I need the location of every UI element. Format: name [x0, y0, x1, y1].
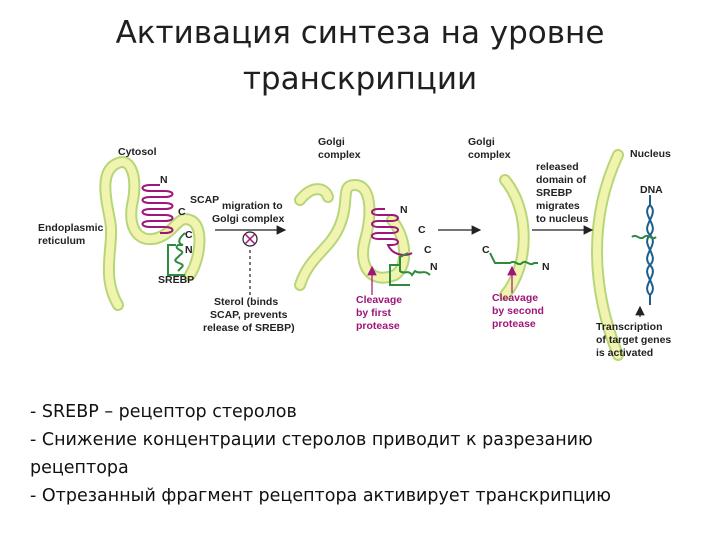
label-transcription-1: Transcription	[596, 321, 663, 333]
label-n-golgi1: N	[400, 204, 408, 216]
label-sterol-1: Sterol (binds	[214, 296, 278, 308]
title-line-1: Активация синтеза на уровне	[115, 15, 605, 51]
diagram-canvas: Cytosol Endoplasmic reticulum Golgi comp…	[38, 136, 671, 361]
label-golgi2-1: Golgi	[468, 136, 495, 148]
label-released-2: domain of	[536, 174, 587, 186]
label-migration-2: Golgi complex	[212, 213, 285, 225]
srebp-bound-dna	[631, 234, 657, 240]
scap-protein-golgi1	[371, 208, 413, 256]
label-c-2: C	[185, 229, 193, 241]
bullet-2: - Снижение концентрации стеролов приводи…	[30, 430, 593, 450]
golgi2-membrane	[499, 174, 530, 301]
label-c-golgi1-b: C	[424, 244, 432, 256]
label-transcription-3: is activated	[596, 347, 653, 359]
slide-title: Активация синтеза на уровне транскрипции	[0, 10, 720, 102]
title-line-2: транскрипции	[242, 61, 478, 97]
label-scap: SCAP	[190, 194, 219, 206]
label-c-1: C	[178, 206, 186, 218]
label-released-5: to nucleus	[536, 213, 589, 225]
label-dna: DNA	[640, 184, 663, 196]
label-cleavage2-3: protease	[492, 318, 536, 330]
bullet-1: - SREBP – рецептор стеролов	[30, 402, 297, 422]
label-c-golgi1-a: C	[418, 224, 426, 236]
label-migration-1: migration to	[222, 200, 283, 212]
srebp-protein-er	[167, 232, 186, 276]
label-n-golgi2: N	[542, 261, 550, 273]
label-cleavage1-2: by first	[356, 307, 392, 319]
label-sterol-3: release of SREBP)	[203, 322, 295, 334]
srebp-activation-diagram: Cytosol Endoplasmic reticulum Golgi comp…	[0, 125, 720, 375]
label-transcription-2: of target genes	[596, 334, 671, 346]
er-membrane	[99, 156, 206, 311]
label-cleavage1-1: Cleavage	[356, 294, 402, 306]
bullet-list: - SREBP – рецептор стеролов - Снижение к…	[30, 398, 710, 510]
bullet-2-continued: рецептора	[30, 458, 129, 478]
label-golgi2-2: complex	[468, 149, 511, 161]
srebp-protein-golgi1	[389, 252, 431, 286]
label-nucleus: Nucleus	[630, 148, 671, 160]
label-golgi1-1: Golgi	[318, 136, 345, 148]
golgi1-membrane	[294, 178, 411, 291]
srebp-fragment-golgi2	[489, 252, 538, 266]
label-n-srebp: N	[185, 244, 193, 256]
label-golgi1-2: complex	[318, 149, 361, 161]
label-cleavage2-1: Cleavage	[492, 292, 538, 304]
label-released-3: SREBP	[536, 187, 572, 199]
label-n-golgi1-b: N	[430, 261, 438, 273]
scap-protein-er	[141, 184, 174, 234]
label-c-golgi2: C	[482, 244, 490, 256]
label-sterol-2: SCAP, prevents	[210, 309, 288, 321]
label-n-scap: N	[160, 174, 168, 186]
nuclear-membrane	[591, 149, 624, 361]
bullet-3: - Отрезанный фрагмент рецептора активиру…	[30, 486, 611, 506]
dna-helix	[646, 195, 654, 305]
label-cleavage1-3: protease	[356, 320, 400, 332]
label-er-2: reticulum	[38, 235, 85, 247]
label-er-1: Endoplasmic	[38, 222, 104, 234]
label-released-1: released	[536, 161, 579, 173]
label-srebp: SREBP	[158, 274, 194, 286]
label-cytosol: Cytosol	[118, 146, 157, 158]
label-cleavage2-2: by second	[492, 305, 544, 317]
label-released-4: migrates	[536, 200, 580, 212]
